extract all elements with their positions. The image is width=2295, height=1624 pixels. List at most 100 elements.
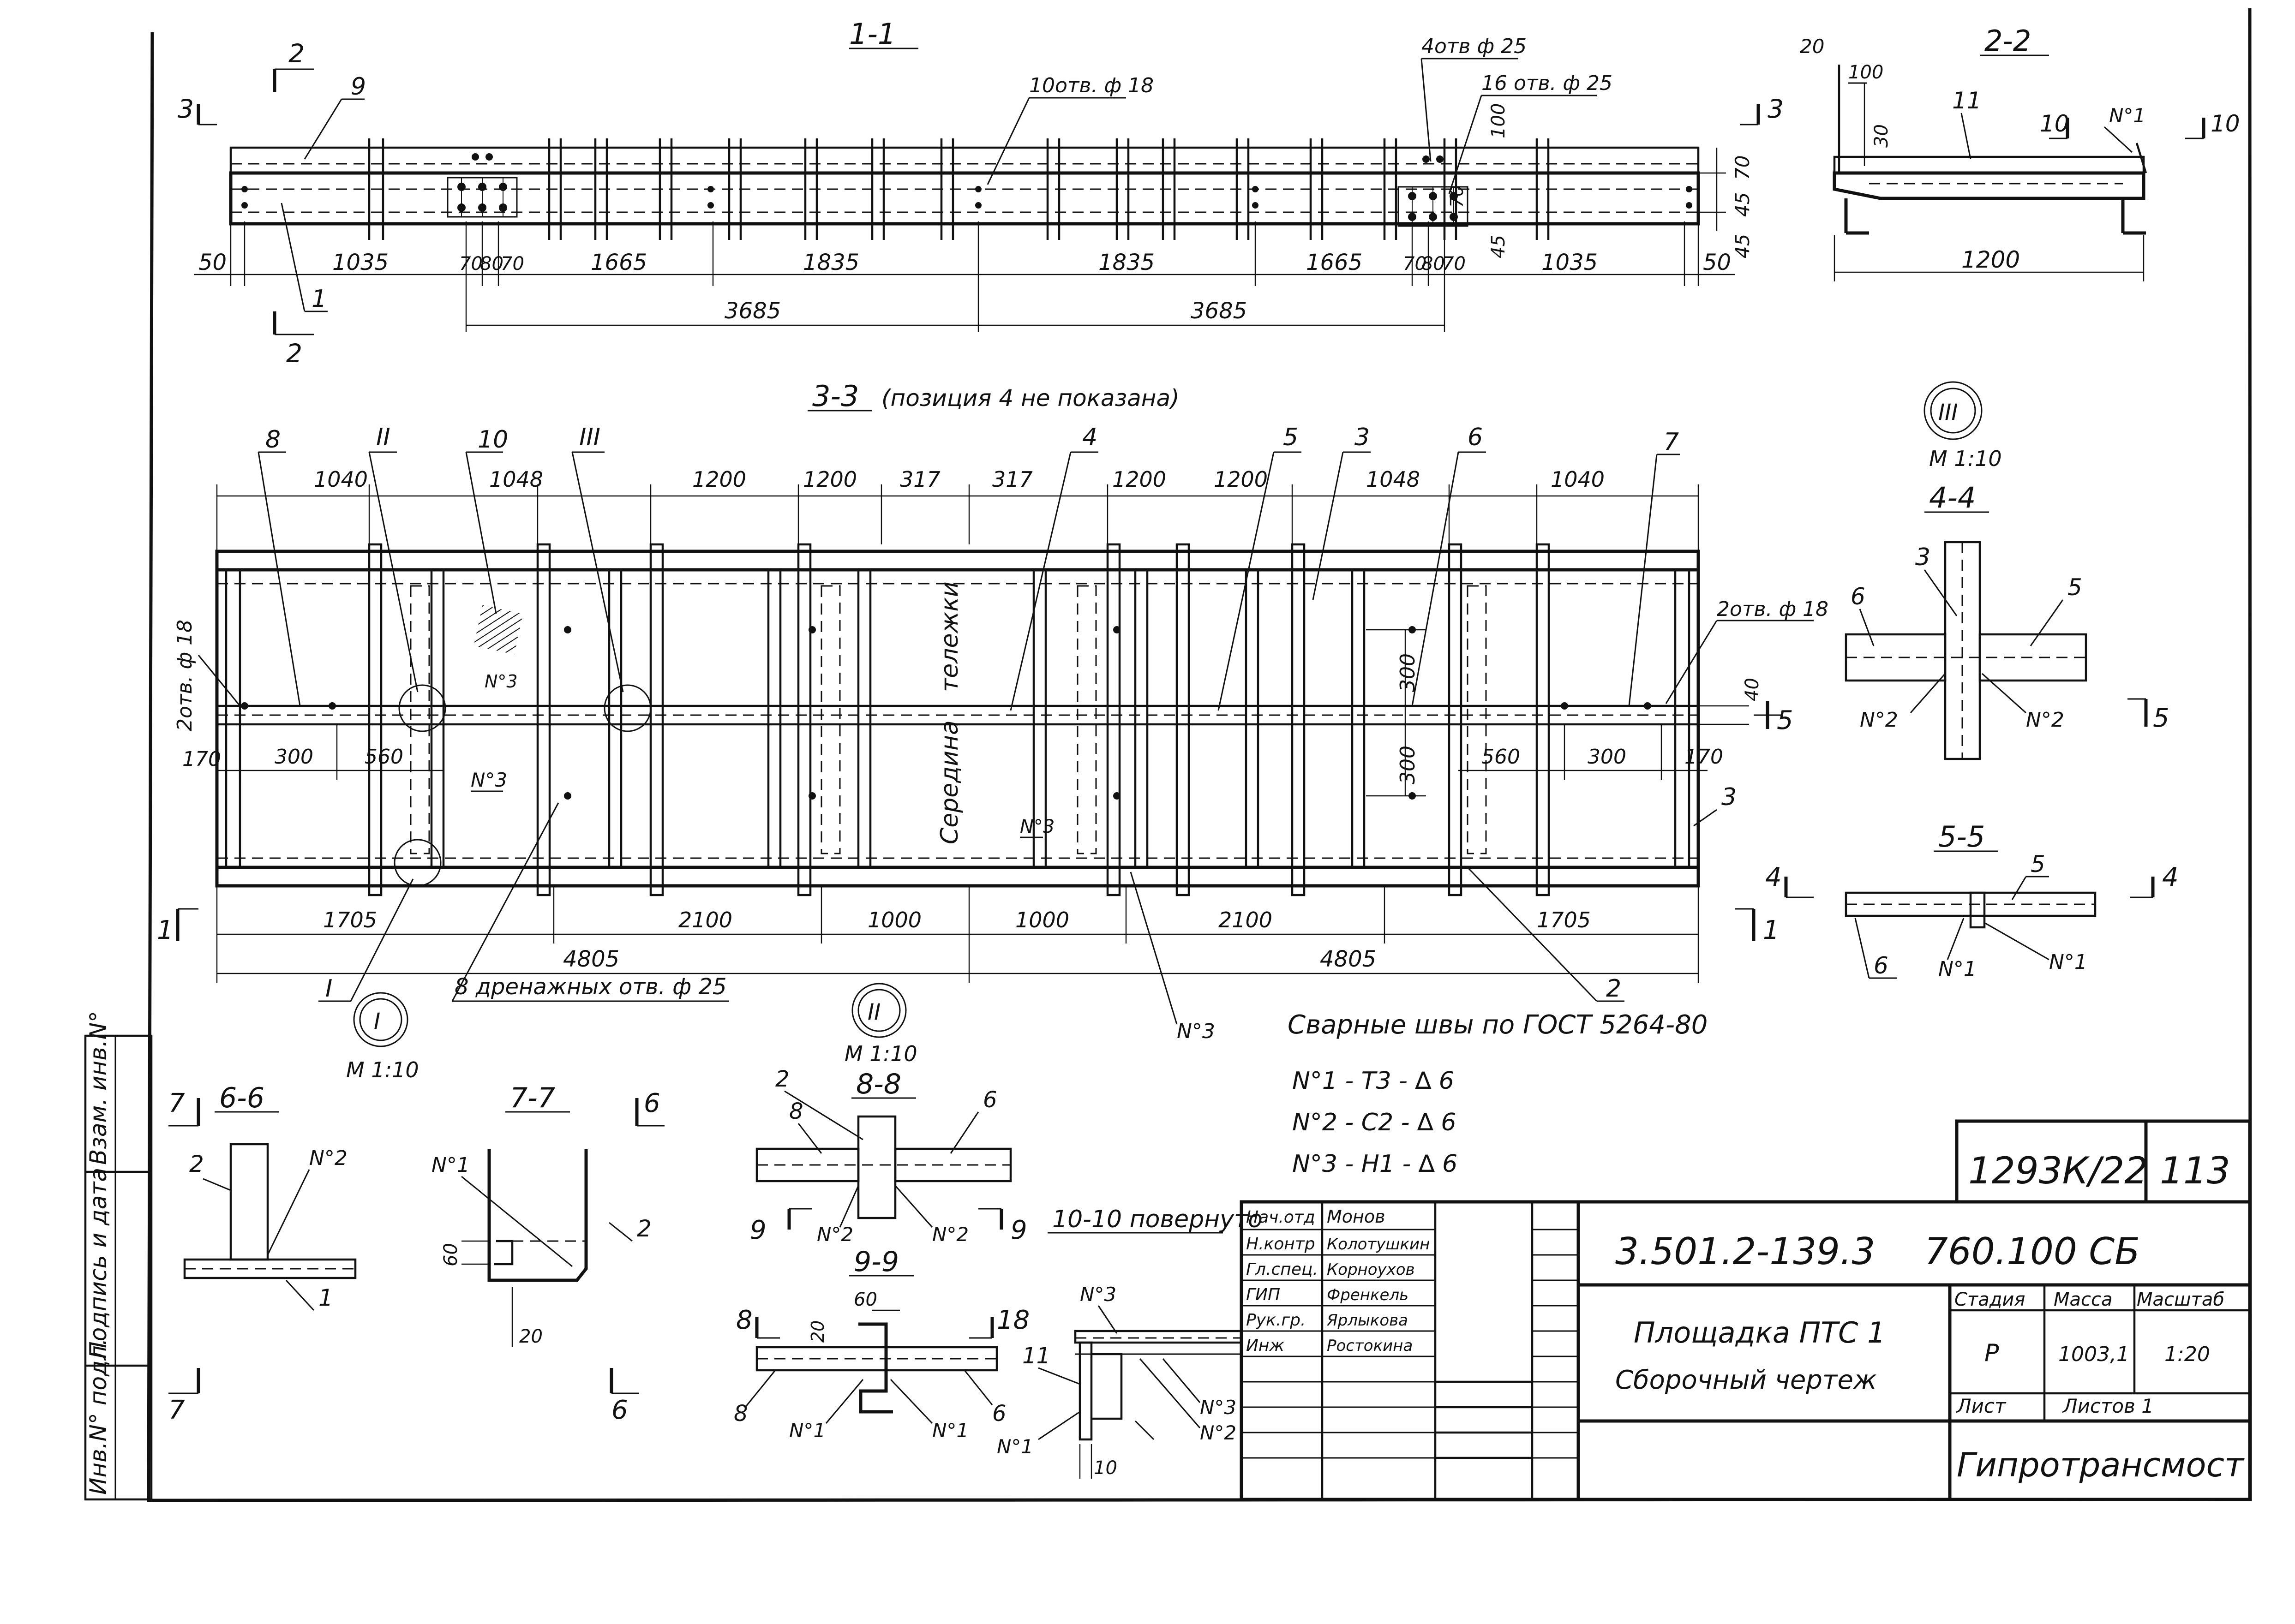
label-telezhki: тележки (936, 581, 964, 692)
dim-3-3-t5: 317 (992, 467, 1033, 492)
node-ref-III-a: III (579, 424, 600, 451)
dim-1-1-10: 80 (1421, 253, 1445, 275)
dim-3-3-t2: 1200 (692, 467, 746, 492)
dim-9-9-60: 60 (854, 1289, 877, 1310)
cut-mark-1-right: 1 (1735, 908, 1780, 945)
weld-n2-6-6: N°2 (309, 1146, 348, 1170)
cut-mark-6: 6 6 (610, 1088, 665, 1425)
node-ref-I-a: I (325, 975, 332, 1003)
bolt-group-right (1397, 155, 1468, 227)
view-section-9-9: 9-9 60 20 8 6 N°1 N°1 8 18 (734, 1246, 1030, 1442)
view-node-II: II M 1:10 (845, 983, 917, 1066)
cut-label-4a: 4 (1765, 862, 1782, 892)
name-5: Ростокина (1327, 1337, 1413, 1355)
role-4: Рук.гр. (1246, 1311, 1306, 1330)
pos-2-label-b: 2 (189, 1151, 204, 1177)
dim-3-3-b4: 2100 (1218, 908, 1272, 932)
dim-3-3-offset: 40 (1742, 678, 1763, 701)
dim-3-3-m1: 300 (1396, 746, 1420, 784)
cut-mark-4: 4 4 (1765, 862, 2179, 898)
dim-1-1-12: 1035 (1541, 250, 1598, 275)
role-2: Гл.спец. (1246, 1260, 1318, 1279)
dim-1-1-8: 1665 (1306, 250, 1362, 275)
dim-10-10-10: 10 (1094, 1457, 1117, 1479)
dims-1-1: 50 1035 70 80 70 1665 1835 1835 1665 70 … (194, 103, 1754, 332)
sheets-header: Листов 1 (2062, 1395, 2154, 1417)
hole-note-1: 10отв. ф 18 (1029, 74, 1154, 97)
view-section-4-4: III M 1:10 4-4 3 6 5 N°2 N°2 5 (1845, 381, 2169, 760)
weld-n3-label-c: N°3 (485, 671, 518, 692)
dim-3-3-t9: 1040 (1551, 467, 1605, 492)
stage-value: Р (1984, 1339, 1999, 1367)
dims-3-3-top: 1040 1048 1200 1200 317 317 1200 1200 10… (216, 467, 1699, 551)
weld-note-1: N°1 - Т3 - ∆ 6 (1292, 1067, 1454, 1095)
pos-1-label-b: 1 (318, 1284, 333, 1311)
pos-3-label-a: 3 (1354, 424, 1370, 451)
dims-3-3-bottom: 1705 2100 1000 1000 2100 1705 4805 4805 (216, 886, 1699, 983)
dim-1-1-r1: 45 (1731, 192, 1754, 217)
weld-n1-5-5-a: N°1 (1938, 957, 1977, 981)
weld-n3-label-b: N°3 (471, 769, 507, 791)
sheet-header: Лист (1956, 1395, 2007, 1417)
dim-1-1-7: 1835 (1098, 250, 1155, 275)
weld-n2-8-8-a: N°2 (817, 1223, 853, 1246)
cut-label-2a: 2 (288, 39, 305, 68)
cut-label-2b: 2 (286, 339, 302, 368)
cross-members-3-3 (368, 543, 1550, 896)
pos-11-label-b: 11 (1022, 1343, 1050, 1369)
dim-3-3-r0: 560 (1481, 745, 1520, 769)
name-1: Колотушкин (1327, 1235, 1430, 1254)
cut-label-5a: 5 (1777, 705, 1793, 735)
cut-mark-7: 7 7 (168, 1088, 200, 1425)
dim-9-9-20: 20 (808, 1320, 828, 1343)
pos-8-label-c: 8 (734, 1401, 748, 1427)
dim-1-1-6: 1835 (803, 250, 859, 275)
name-0: Монов (1327, 1206, 1385, 1227)
pos-6-label-e: 6 (992, 1401, 1007, 1427)
dim-3-3-l1: 300 (275, 745, 313, 769)
hatch-patch (473, 605, 523, 655)
node-III-scale: M 1:10 (1929, 446, 2002, 471)
dims-3-3-sides: 170 300 560 560 300 170 300 300 40 (182, 629, 1763, 797)
cut-mark-3-left: 3 (178, 94, 217, 125)
view-section-2-2: 2-2 20 100 30 11 10 N°1 10 1200 (1800, 24, 2240, 281)
pos-6-label-b: 6 (1851, 583, 1865, 610)
organization: Гипротрансмост (1957, 1445, 2245, 1484)
node-I-scale: M 1:10 (346, 1057, 419, 1082)
dim-1-1-2: 70 (459, 253, 483, 275)
title-block: 1293К/22 113 Нач.от (1240, 1119, 2252, 1501)
dim-3-3-t4: 317 (900, 467, 941, 492)
pos-2-label-a: 2 (1606, 975, 1621, 1003)
view-section-1-1: 1-1 (178, 17, 1784, 368)
hole-note-6: 8 дренажных отв. ф 25 (455, 974, 726, 1000)
dim-3-3-b1: 2100 (678, 908, 732, 932)
name-3: Френкель (1327, 1286, 1408, 1304)
weld-n2-10-10: N°2 (1200, 1421, 1236, 1444)
dim-7-7-60: 60 (440, 1243, 461, 1266)
dim-3-3-r1: 300 (1588, 745, 1626, 769)
section-title-9-9: 9-9 (854, 1246, 899, 1278)
dim-3-3-m0: 300 (1396, 653, 1420, 692)
mass-header: Масса (2054, 1289, 2113, 1310)
section-title-10-10: 10-10 повернуто (1052, 1206, 1263, 1233)
dim-1-1-1: 1035 (332, 250, 389, 275)
sheet-number: 113 (2160, 1149, 2230, 1192)
mass-value: 1003,1 (2058, 1343, 2129, 1366)
sheet-ref: 1293К/22 (1968, 1149, 2148, 1192)
dim-3-3-b5: 1705 (1537, 908, 1591, 932)
dim-3-3-t1: 1048 (489, 467, 543, 492)
pos-6-label: 6 (1468, 424, 1483, 451)
view-section-6-6: 6-6 2 N°2 1 7 7 (168, 1082, 357, 1425)
pos-4-label: 4 (1082, 424, 1097, 451)
section-title-3-3: 3-3 (812, 379, 859, 413)
stage-header: Стадия (1954, 1289, 2025, 1310)
cut-label-10b: 10 (2211, 110, 2240, 137)
dim-2-2-a: 100 (1848, 62, 1883, 83)
dim-7-7-20: 20 (519, 1326, 543, 1347)
dim-1-1-r0: 70 (1731, 155, 1754, 180)
dim-3-3-t0: 1040 (314, 467, 368, 492)
pos-5-label: 5 (1283, 424, 1298, 451)
weld-n1-7-7: N°1 (431, 1153, 470, 1177)
cut-mark-9: 9 9 (750, 1208, 1027, 1245)
dim-1-1-r2: 45 (1731, 234, 1754, 258)
